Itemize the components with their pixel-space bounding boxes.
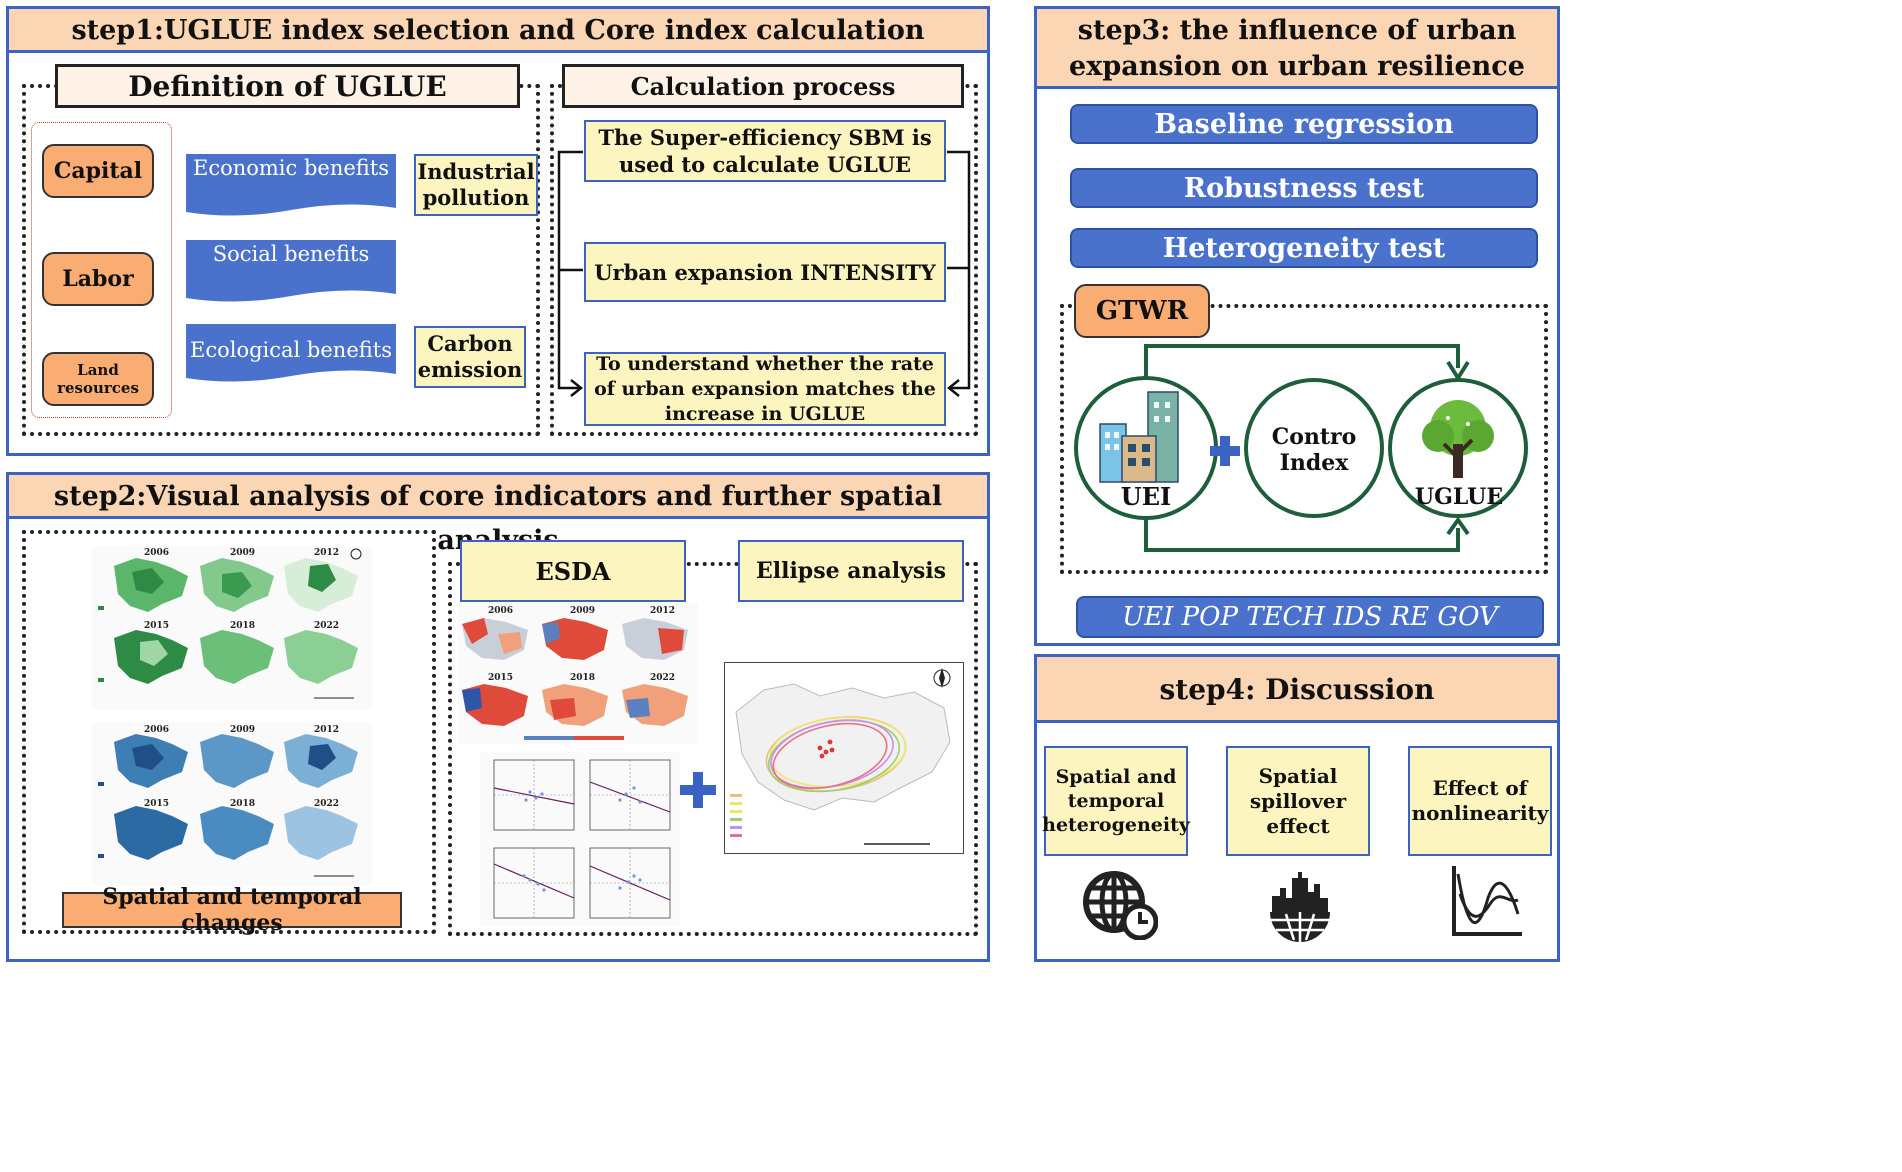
tree-icon [1422,400,1494,478]
map-year-label: 2012 [650,606,675,616]
calc-step-match: To understand whether the rate of urban … [584,352,946,426]
benefit-banners [186,154,396,382]
map-year-label: 2009 [230,548,255,558]
moran-scatter-panel [480,752,680,926]
map-year-label: 2018 [570,673,595,683]
gtwr-label: GTWR [1074,284,1210,338]
ecological-benefits-label: Ecological benefits [190,338,392,362]
calculation-arrows [557,150,971,397]
map-year-label: 2009 [230,725,255,735]
map-year-label: 2018 [230,799,255,809]
lisa-map-panel: 2006 2009 2012 2015 2018 2022 [458,604,698,744]
robustness-test-bar: Robustness test [1070,168,1538,208]
map-year-label: 2022 [314,621,339,631]
green-map-grid: 2006 2009 2012 2015 2018 2022 [98,548,362,699]
uglue-label: UGLUE [1414,484,1504,510]
carbon-emission-box: Carbon emission [414,326,526,388]
map-year-label: 2022 [314,799,339,809]
buildings-icon [1099,391,1179,483]
ellipse-analysis-box: Ellipse analysis [738,540,964,602]
discussion-effect-of-nonlinearity: Effect of nonlinearity [1408,746,1552,856]
nonlinear-chart-icon [1452,866,1522,936]
plus-icon [680,772,716,808]
step3-title: step3: the influence of urban expansion … [1037,9,1557,89]
globe-clock-icon [1083,871,1158,940]
contro-index-label: Contro Index [1271,424,1357,476]
economic-benefits-label: Economic benefits [192,156,389,180]
green-map-panel: 2006 2009 2012 2015 2018 2022 [92,546,372,710]
map-year-label: 2006 [144,548,169,558]
map-year-label: 2015 [144,621,169,631]
map-year-label: 2015 [488,673,513,683]
map-year-label: 2009 [570,606,595,616]
city-globe-icon [1270,872,1330,942]
map-year-label: 2006 [488,606,513,616]
step4-title: step4: Discussion [1037,657,1557,723]
industrial-pollution-box: Industrial pollution [414,154,538,216]
map-year-label: 2006 [144,725,169,735]
definition-title: Definition of UGLUE [55,64,520,108]
baseline-regression-bar: Baseline regression [1070,104,1538,144]
heterogeneity-test-bar: Heterogeneity test [1070,228,1538,268]
calc-step-intensity: Urban expansion INTENSITY [584,242,946,302]
map-year-label: 2012 [314,725,339,735]
variables-bar: UEI POP TECH IDS RE GOV [1076,596,1544,638]
gtwr-region [1060,304,1548,574]
step1-title: step1:UGLUE index selection and Core ind… [9,9,987,53]
calc-step-sbm: The Super-efficiency SBM is used to calc… [584,120,946,182]
social-benefits-label: Social benefits [212,242,370,266]
calculation-title: Calculation process [562,64,964,108]
blue-map-panel: 2006 2009 2012 2015 2018 2022 [92,722,372,886]
discussion-spatial-temporal-heterogeneity: Spatial and temporal heterogeneity [1042,746,1190,856]
step2-title: step2:Visual analysis of core indicators… [9,475,987,556]
inputs-group [31,122,172,418]
spatial-temporal-changes-label: Spatial and temporal changes [62,884,402,936]
ellipse-map-panel [724,662,964,854]
maps-region [22,530,436,934]
gtwr-diagram [1074,344,1528,552]
blue-map-grid: 2006 2009 2012 2015 2018 2022 [98,725,358,877]
uei-label: UEI [1120,482,1172,511]
map-year-label: 2018 [230,621,255,631]
input-capital: Capital [42,144,154,198]
discussion-spatial-spillover-effect: Spatial spillover effect [1226,746,1370,856]
spatial-analysis-region [448,562,978,936]
map-year-label: 2012 [314,548,339,558]
map-year-label: 2022 [650,673,675,683]
input-land-resources: Land resources [42,352,154,406]
contro-index-circle [1244,378,1384,518]
map-year-label: 2015 [144,799,169,809]
input-labor: Labor [42,252,154,306]
esda-box: ESDA [460,540,686,602]
